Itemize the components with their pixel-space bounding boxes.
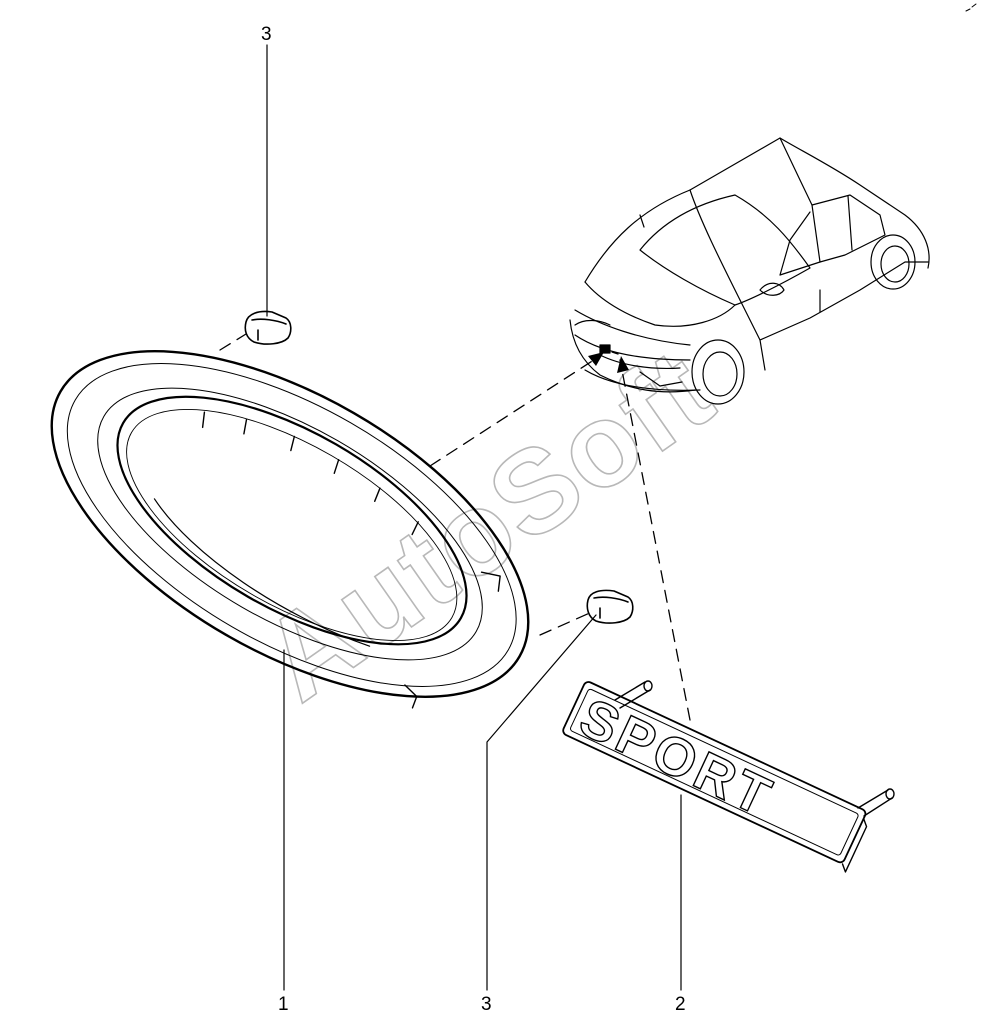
badge-plate-edge: [841, 817, 868, 873]
frame-tab-bottom: [404, 684, 418, 709]
callout-number-3-top: 3: [261, 24, 272, 45]
frame-tab-top: [480, 571, 501, 592]
badge-plate: [562, 681, 867, 864]
frame-mid-line: [97, 387, 483, 661]
callout-number-2: 2: [675, 994, 686, 1015]
grille-frame: [50, 350, 530, 709]
frame-inner-lip: [126, 408, 458, 642]
car-illustration: [569, 137, 930, 405]
frame-rim-line: [66, 363, 517, 687]
frame-lower-trim: [153, 498, 371, 647]
clip-top: [244, 310, 292, 345]
frame-inner-opening: [116, 395, 468, 646]
leader-lines: [266, 44, 682, 991]
callout-number-3-bottom: 3: [481, 994, 492, 1015]
frame-outer-rim: [50, 350, 530, 698]
arrow-head-frame: [588, 352, 604, 366]
callout-number-1: 1: [278, 994, 289, 1015]
arrowheads: [588, 352, 629, 373]
frame-ribs: [201, 411, 419, 536]
sport-badge: SPORT: [562, 680, 895, 873]
clip-bottom: [586, 589, 634, 624]
assembly-lines: [219, 333, 691, 721]
arrow-head-badge: [617, 356, 629, 373]
corner-mark: [965, 3, 977, 12]
badge-plate-inner: [570, 688, 859, 856]
